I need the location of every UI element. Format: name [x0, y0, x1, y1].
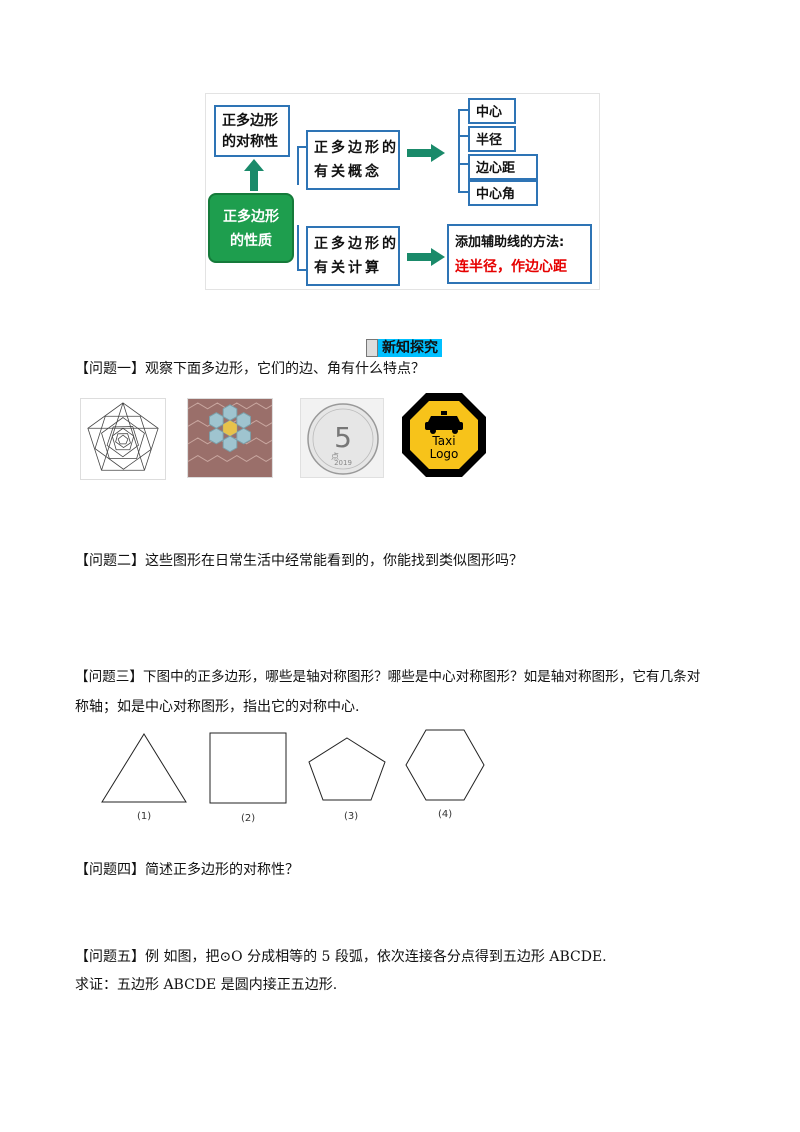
concept-central-angle: 中心角	[468, 180, 538, 206]
method-box: 添加辅助线的方法: 连半径，作边心距	[447, 224, 592, 284]
concepts-box-label: 正多边形的 有关概念	[314, 140, 399, 180]
center-box: 正多边形 的性质	[208, 193, 294, 263]
caption-2: (2)	[241, 813, 256, 824]
taxi-octagon-icon	[402, 393, 486, 477]
question-3-line-1: 【问题三】下图中的正多边形，哪些是轴对称图形？哪些是中心对称图形？如是轴对称图形…	[75, 669, 701, 685]
question-3-line-2: 称轴；如是中心对称图形，指出它的对称中心.	[75, 699, 360, 715]
symmetry-box: 正多边形 的对称性	[214, 105, 290, 157]
question-2: 【问题二】这些图形在日常生活中经常能看到的，你能找到类似图形吗？	[75, 553, 523, 569]
concept-bracket	[458, 109, 468, 193]
coin-icon	[307, 403, 379, 475]
concept-apothem: 边心距	[468, 154, 538, 180]
caption-4: (4)	[438, 809, 453, 820]
concept-center: 中心	[468, 98, 516, 124]
up-arrow-icon	[244, 159, 264, 191]
calc-box: 正多边形的 有关计算	[306, 226, 400, 286]
section-title: 新知探究	[366, 338, 442, 358]
concepts-box: 正多边形的 有关概念	[306, 130, 400, 190]
bracket-lines	[297, 146, 306, 271]
taxi-line-1: Taxi	[432, 434, 456, 448]
method-detail: 连半径，作边心距	[455, 259, 567, 275]
right-arrow-icon	[407, 144, 445, 162]
concept-radius: 半径	[468, 126, 516, 152]
caption-1: (1)	[137, 811, 152, 822]
nested-pentagon-image	[80, 398, 166, 480]
question-1: 【问题一】观察下面多边形，它们的边、角有什么特点？	[75, 361, 425, 377]
title-marker	[366, 339, 378, 357]
method-title: 添加辅助线的方法:	[455, 235, 565, 250]
mindmap-frame	[205, 93, 600, 290]
taxi-line-2: Logo	[429, 447, 459, 461]
coin-image: 5 点 2019	[300, 398, 384, 478]
question-5-line-1: 【问题五】例 如图，把⊙O 分成相等的 5 段弧，依次连接各分点得到五边形 AB…	[75, 949, 607, 965]
hexagon-shape	[405, 729, 485, 801]
symmetry-label: 正多边形 的对称性	[222, 113, 278, 150]
coin-bottom: 点	[331, 452, 339, 461]
center-label: 正多边形 的性质	[223, 209, 279, 249]
right-arrow-icon	[407, 248, 445, 266]
coin-year: 2019	[334, 459, 352, 467]
question-5-line-2: 求证：五边形 ABCDE 是圆内接正五边形.	[75, 977, 338, 993]
section-title-text: 新知探究	[378, 339, 442, 357]
square-shape	[209, 732, 287, 804]
caption-3: (3)	[344, 811, 359, 822]
triangle-shape	[101, 733, 187, 803]
hexagon-paving-image	[187, 398, 273, 478]
question-4: 【问题四】简述正多边形的对称性？	[75, 862, 299, 878]
taxi-logo-image: Taxi Logo	[401, 392, 487, 478]
calc-box-label: 正多边形的 有关计算	[314, 236, 399, 276]
pentagon-shape	[308, 737, 386, 801]
coin-value: 5	[334, 421, 352, 454]
